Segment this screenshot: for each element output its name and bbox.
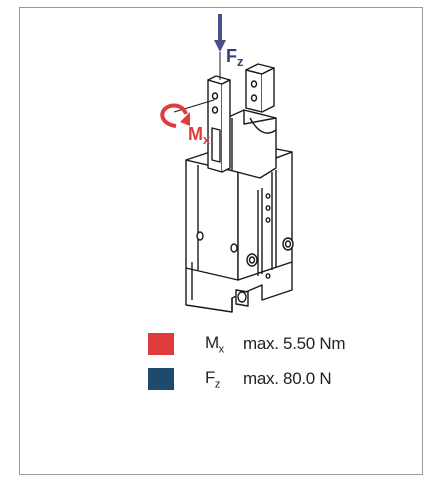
fz-label-main: F [226, 46, 237, 66]
legend-swatch-fz [148, 368, 174, 390]
mx-label: Mx [188, 124, 211, 147]
legend-text-mx: max. 5.50 Nm [243, 334, 346, 353]
legend-text-fz: max. 80.0 N [243, 369, 332, 388]
fz-label: Fz [226, 46, 244, 69]
gripper-housing-front [185, 159, 239, 281]
legend-swatch-mx [148, 333, 174, 355]
legend-item-mx: Mx max. 5.50 Nm [148, 331, 346, 357]
moment-arrow-mx [160, 99, 215, 128]
legend-symbol-fz: Fz [205, 367, 220, 391]
mx-label-main: M [188, 124, 203, 144]
right-jaw [245, 69, 263, 113]
legend-symbol-mx: Mx [205, 332, 224, 356]
mx-label-sub: x [203, 132, 211, 147]
force-arrow-fz [214, 14, 226, 80]
legend-item-fz: Fz max. 80.0 N [148, 366, 332, 392]
fz-label-sub: z [237, 54, 244, 69]
